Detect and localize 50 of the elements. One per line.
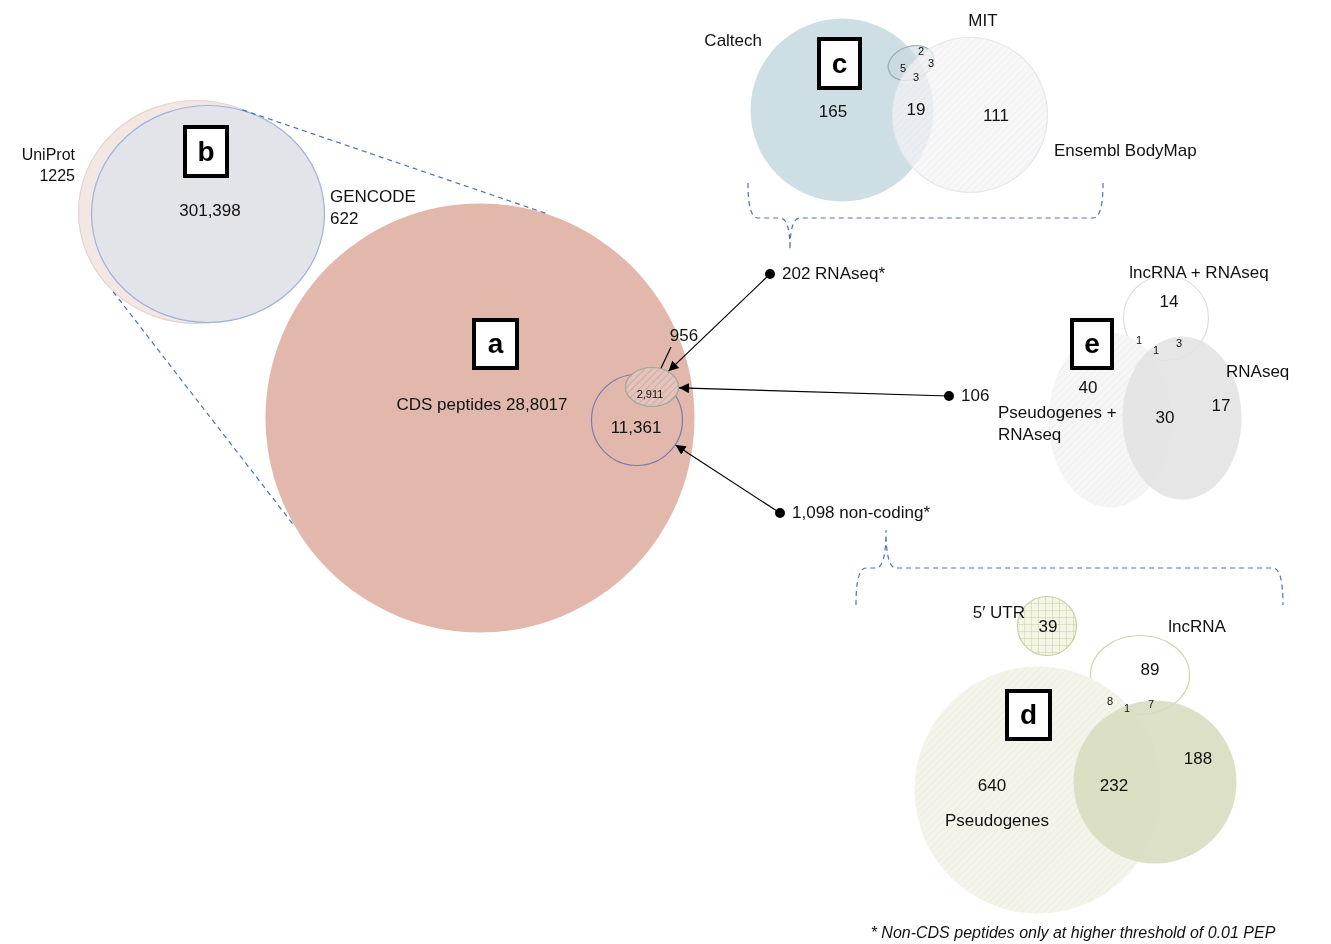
set-label: 5′ UTR	[972, 601, 1025, 624]
set-label: 11,361	[610, 416, 662, 439]
region-count: 5	[899, 62, 907, 74]
region-count: 19	[906, 100, 926, 120]
set-label: Pseudogenes + RNAseq	[998, 401, 1118, 446]
region-count: 1	[1123, 702, 1131, 714]
zoom-line	[241, 109, 546, 214]
set-label: GENCODE 622	[330, 185, 417, 230]
region-count: 640	[977, 776, 1007, 796]
region-count: 3	[927, 57, 935, 69]
region-count: 3	[1175, 337, 1183, 349]
leader-line	[660, 346, 672, 369]
set-label: Ensembl BodyMap	[1054, 139, 1197, 162]
panel-letter: a	[472, 318, 519, 370]
zoom-line	[112, 291, 294, 526]
set-label: 2,911	[636, 386, 664, 402]
count-label: 202 RNAseq*	[782, 262, 885, 285]
region-count: 111	[983, 106, 1009, 126]
panel-letter: c	[817, 37, 862, 90]
set-label: MIT	[968, 9, 998, 32]
region-count: 188	[1183, 749, 1213, 769]
panel-letter: b	[183, 125, 229, 178]
region-count: 89	[1140, 660, 1160, 680]
region-count: 301,398	[179, 201, 241, 221]
region-count: 39	[1038, 617, 1058, 637]
set-label: lncRNA + RNAseq	[1129, 261, 1269, 284]
region-count: 7	[1147, 698, 1155, 710]
region-count: 165	[818, 102, 848, 122]
panel-letter: d	[1005, 689, 1052, 741]
set-label: CDS peptides 28,8017	[396, 393, 568, 416]
region-count: 14	[1159, 292, 1179, 312]
set-label: Pseudogenes	[945, 809, 1049, 832]
region-count: 232	[1099, 776, 1129, 796]
count-label: 956	[669, 324, 699, 347]
region-count: 17	[1211, 396, 1231, 416]
region-count: 30	[1155, 408, 1175, 428]
set-label: UniProt 1225	[20, 145, 75, 186]
set-label: RNAseq	[1226, 360, 1290, 383]
count-label: 106	[961, 384, 990, 407]
region-count: 8	[1106, 695, 1114, 707]
set-label: lncRNA	[1168, 615, 1226, 638]
count-label: 1,098 non-coding*	[792, 501, 930, 524]
region-count: 2	[917, 45, 925, 57]
region-count: 40	[1078, 378, 1098, 398]
panel-letter: e	[1070, 318, 1114, 370]
set-label: Caltech	[704, 29, 762, 52]
region-count: 1	[1152, 344, 1160, 356]
region-count: 1	[1135, 334, 1143, 346]
footnote: * Non-CDS peptides only at higher threshold of 0.01 PEP	[870, 924, 1276, 942]
region-count: 3	[912, 71, 920, 83]
